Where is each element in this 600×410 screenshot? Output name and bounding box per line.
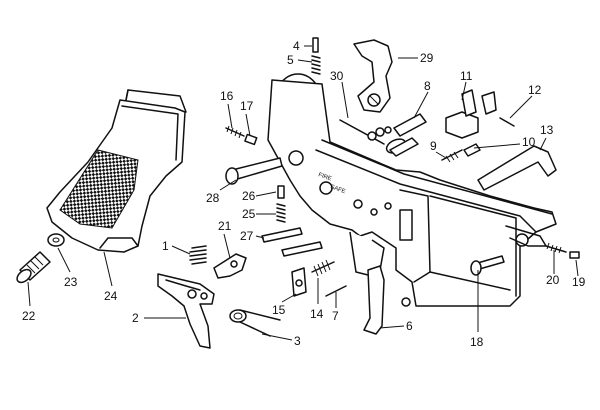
trigger: [157, 273, 215, 349]
pistol-grip: [46, 89, 187, 253]
selector: [477, 145, 557, 191]
grip-screw: [16, 251, 51, 284]
label-18: 18: [470, 335, 484, 349]
hammer: [353, 39, 393, 113]
label-24: 24: [104, 289, 118, 303]
fire-stamp: FIRE: [317, 172, 332, 182]
label-28: 28: [206, 191, 220, 205]
label-7: 7: [332, 309, 339, 323]
callouts: 4 5 29 30 8 11 12 13 10 9 16 17 28 26 25…: [22, 39, 586, 349]
trigger-spring: [229, 309, 281, 337]
plunger-8: [385, 113, 427, 157]
label-22: 22: [22, 309, 36, 323]
spring-1: [189, 245, 207, 265]
label-20: 20: [546, 273, 560, 287]
label-1: 1: [162, 239, 169, 253]
label-6: 6: [406, 319, 413, 333]
label-2: 2: [132, 311, 139, 325]
label-16: 16: [220, 89, 234, 103]
leader-lines: [27, 45, 579, 341]
spring-9: [441, 149, 463, 163]
pin-26: [277, 185, 285, 199]
label-30: 30: [330, 69, 344, 83]
label-17: 17: [240, 99, 254, 113]
label-29: 29: [420, 51, 434, 65]
pin-10: [463, 143, 481, 157]
pin-4: [312, 37, 319, 53]
spring-25: [276, 203, 286, 223]
lower-receiver: FIRE SAFE: [267, 73, 557, 307]
label-25: 25: [242, 207, 256, 221]
spring-16: [225, 125, 245, 139]
hammer-spring: [339, 119, 392, 145]
safe-stamp: SAFE: [329, 184, 346, 195]
label-26: 26: [242, 189, 256, 203]
magazine-catch: [445, 89, 497, 139]
pin-17: [244, 133, 258, 146]
label-27: 27: [240, 229, 254, 243]
label-14: 14: [310, 307, 324, 321]
pivot-pin: [470, 255, 505, 276]
label-19: 19: [572, 275, 586, 289]
spring-14: [311, 259, 335, 277]
label-8: 8: [424, 79, 431, 93]
label-12: 12: [528, 83, 542, 97]
grip-washer: [47, 233, 65, 247]
spring-20: [545, 242, 567, 254]
pin-19: [569, 251, 580, 259]
label-21: 21: [218, 219, 232, 233]
pins-27: [261, 227, 323, 257]
label-15: 15: [272, 303, 286, 317]
label-13: 13: [540, 123, 554, 137]
label-23: 23: [64, 275, 78, 289]
label-5: 5: [287, 53, 294, 67]
label-3: 3: [294, 334, 301, 348]
label-9: 9: [430, 139, 437, 153]
label-11: 11: [460, 69, 473, 83]
spring-5: [311, 55, 321, 75]
disconnector: [213, 253, 247, 279]
label-10: 10: [522, 135, 536, 149]
label-4: 4: [293, 39, 300, 53]
pin-7: [325, 285, 347, 297]
bolt-catch-15: [291, 267, 307, 297]
trigger-guard: [363, 265, 385, 335]
takedown-pin: [225, 157, 283, 185]
pin-12: [499, 117, 515, 127]
